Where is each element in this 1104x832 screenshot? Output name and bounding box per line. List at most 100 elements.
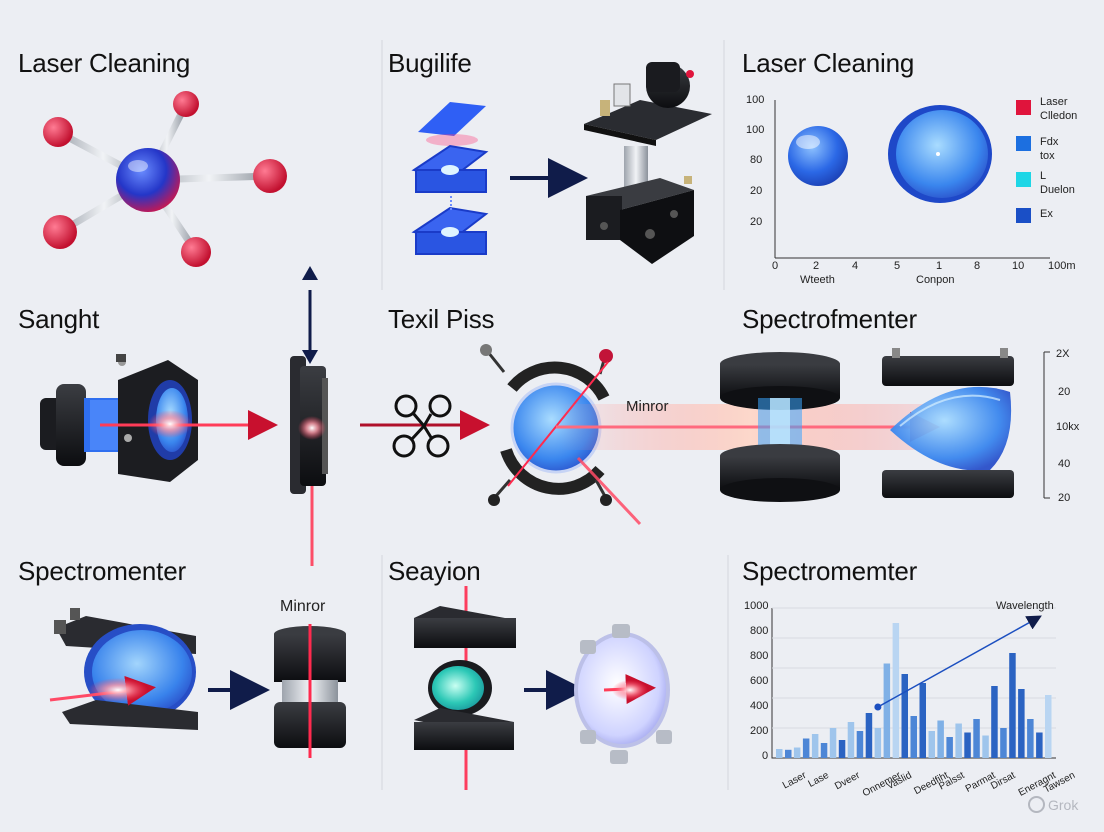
scale-tick: 40 [1058, 458, 1071, 470]
mini-x-tick: 10 [1012, 260, 1025, 272]
mirror-label: Minror [280, 598, 326, 615]
sample-holder [882, 348, 1014, 498]
mini-x-tick: 1 [936, 260, 943, 272]
mini-x-tick: 0 [772, 260, 779, 272]
mini-y-tick: 20 [750, 216, 763, 228]
scale-tick: 2X [1056, 348, 1070, 360]
bar [802, 738, 810, 758]
bar [946, 737, 953, 758]
mini-y-tick: 20 [750, 185, 763, 197]
panel-title: Laser Cleaning [18, 48, 191, 78]
trend-point [874, 703, 882, 711]
legend-label: tox [1040, 150, 1055, 162]
legend-label: Duelon [1040, 184, 1075, 196]
bar [991, 686, 998, 758]
y-tick-label: 800 [750, 625, 769, 637]
legend-swatch [1016, 100, 1031, 115]
bar [776, 749, 783, 758]
bar [856, 731, 864, 758]
bar [892, 623, 900, 758]
mini-x-label: Conpon [916, 274, 955, 286]
legend-label: Ex [1040, 208, 1053, 220]
bar [874, 728, 882, 758]
trend-arrow [877, 615, 1042, 708]
watermark: Grok [1028, 796, 1078, 813]
bar [838, 740, 846, 758]
panel-title: Spectromenter [18, 556, 186, 586]
legend-swatch [1016, 172, 1031, 187]
bar [964, 732, 971, 758]
bar [937, 720, 944, 758]
legend-swatch [1016, 136, 1031, 151]
panel-title: Laser Cleaning [742, 48, 915, 78]
bar [973, 719, 980, 758]
legend-label: Laser [1040, 96, 1068, 108]
side-scale-axis [1043, 351, 1050, 499]
mini-y-tick: 100 [746, 124, 765, 136]
y-tick-label: 800 [750, 650, 769, 662]
bar [1000, 728, 1007, 758]
panel-title: Sanght [18, 304, 100, 334]
mini-y-tick: 100 [746, 94, 765, 106]
bar [1036, 732, 1043, 758]
bar [982, 735, 989, 758]
chart-annotation: Wavelength [996, 600, 1054, 612]
scale-tick: 10kx [1056, 421, 1080, 433]
scale-tick: 20 [1058, 492, 1071, 504]
bar [785, 749, 792, 759]
panel-title: Texil Piss [388, 304, 495, 334]
panel-title: Spectromemter [742, 556, 918, 586]
molecule-model [43, 91, 287, 267]
panel-title: Spectrofmenter [742, 304, 917, 334]
mount-device [584, 62, 712, 264]
splitter-icon [392, 394, 452, 458]
panel-title: Seayion [388, 556, 481, 586]
bar [910, 716, 917, 758]
mini-x-label: Wteeth [800, 274, 835, 286]
diagonal-beam [507, 361, 609, 487]
watermark-text: Grok [1048, 797, 1079, 813]
bar [1027, 719, 1034, 758]
y-tick-label: 600 [750, 675, 769, 687]
filter-stack [411, 102, 489, 255]
mini-chart-axes [774, 100, 1050, 259]
bar [901, 674, 908, 758]
cuvette-holder [54, 608, 198, 730]
bar [919, 683, 926, 758]
bar [883, 663, 891, 758]
panel-title: Bugilife [388, 48, 472, 78]
bar [811, 734, 819, 758]
lens-pair [788, 105, 992, 203]
y-tick-label: 200 [750, 725, 769, 737]
legend-label: Clledon [1040, 110, 1078, 122]
y-tick-label: 0 [762, 750, 769, 762]
mini-x-tick: 8 [974, 260, 981, 272]
bar [1009, 653, 1016, 758]
grok-logo-icon [1028, 796, 1045, 813]
bar [1045, 695, 1052, 758]
mini-x-tick: 4 [852, 260, 859, 272]
spectrometer-cell [720, 352, 840, 502]
legend-label: Fdx [1040, 136, 1059, 148]
wavelength-bar-chart [771, 607, 1056, 759]
bar [865, 713, 873, 758]
mirror-label: Minror [626, 398, 669, 415]
filter-mount [414, 606, 516, 750]
mini-x-tick: 2 [813, 260, 820, 272]
bar [793, 747, 801, 758]
bar [847, 722, 855, 758]
bar [829, 728, 837, 758]
scale-tick: 20 [1058, 386, 1071, 398]
legend-label: L [1040, 170, 1047, 182]
mini-x-tick: 5 [894, 260, 901, 272]
y-tick-label: 1000 [744, 600, 769, 612]
bar [955, 723, 962, 758]
mini-x-tick: 100m [1048, 260, 1076, 272]
mini-y-tick: 80 [750, 154, 763, 166]
bar [928, 731, 935, 758]
bar [820, 743, 828, 758]
bar [1018, 689, 1025, 758]
y-tick-label: 400 [750, 700, 769, 712]
